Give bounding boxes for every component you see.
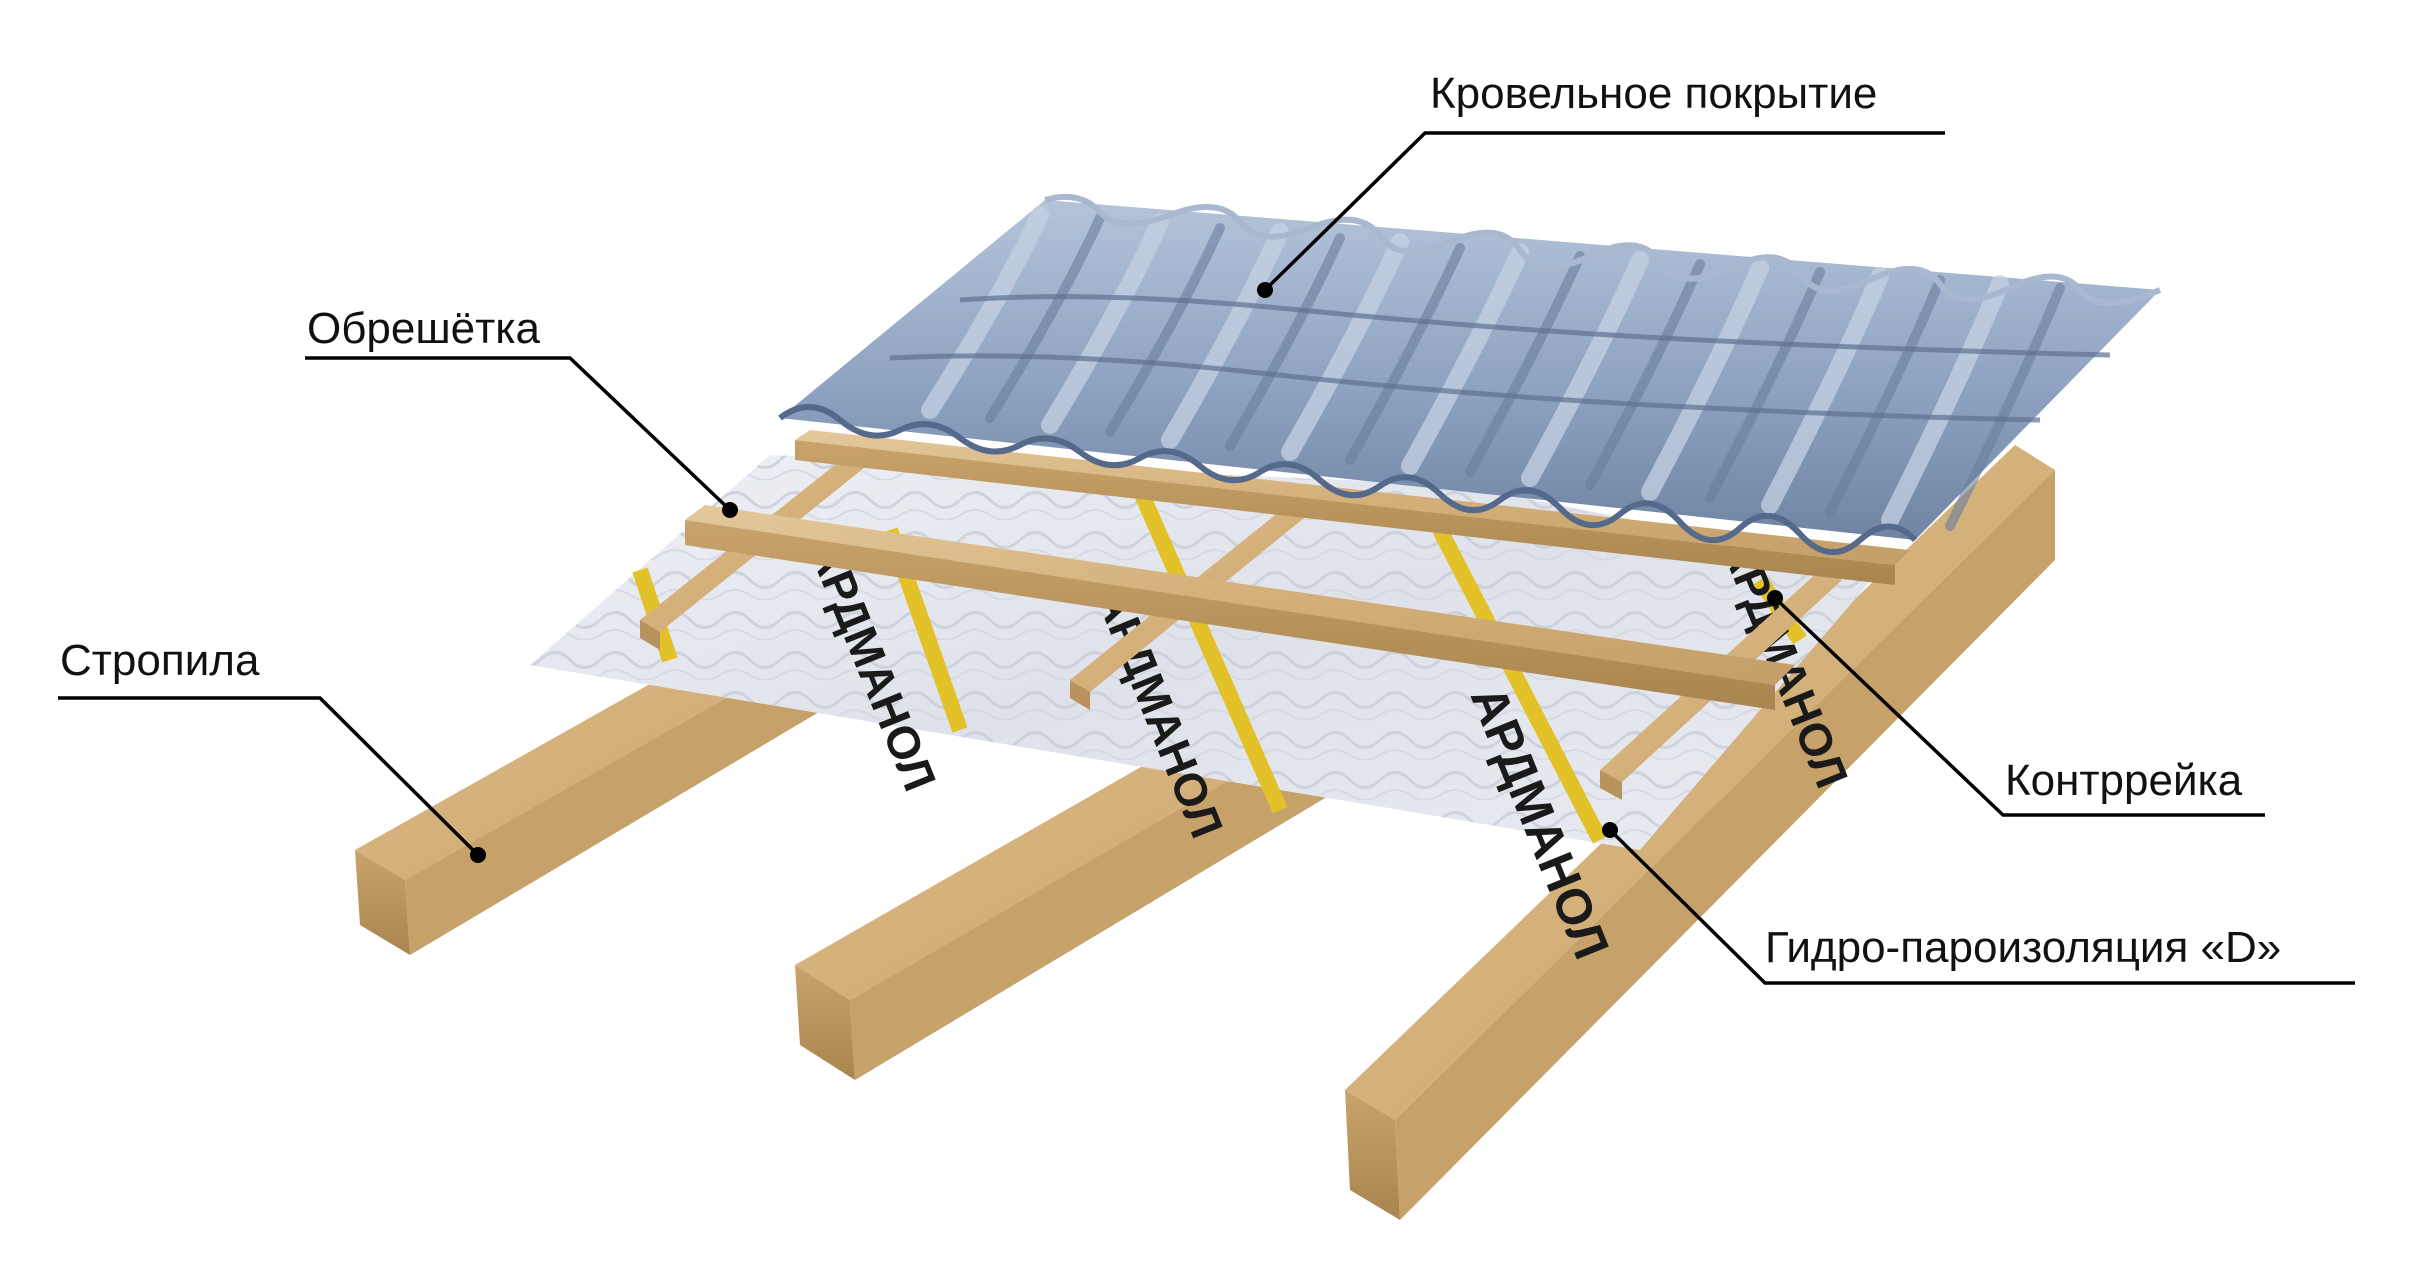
batten-front bbox=[685, 505, 1795, 710]
rafter-right bbox=[1345, 445, 2055, 1220]
label-rafters-text: Стропила bbox=[60, 636, 260, 685]
label-roofing: Кровельное покрытие bbox=[1257, 69, 1945, 298]
label-counter-batten-text: Контррейка bbox=[2005, 756, 2243, 805]
tile-steps bbox=[889, 294, 2111, 423]
label-membrane: Гидро-пароизоляция «D» bbox=[1602, 822, 2355, 985]
roof-tiles bbox=[778, 194, 2162, 556]
label-membrane-text: Гидро-пароизоляция «D» bbox=[1765, 923, 2281, 972]
tile-bottom-edge bbox=[778, 404, 1918, 556]
tile-top-edge bbox=[1044, 194, 2162, 306]
label-rafters: Стропила bbox=[58, 636, 486, 863]
tile-corrugations bbox=[921, 206, 2065, 531]
label-battens-text: Обрешётка bbox=[307, 304, 541, 353]
label-battens: Обрешётка bbox=[305, 304, 738, 518]
label-counter-batten: Контррейка bbox=[1767, 590, 2265, 817]
label-roofing-text: Кровельное покрытие bbox=[1430, 69, 1877, 118]
